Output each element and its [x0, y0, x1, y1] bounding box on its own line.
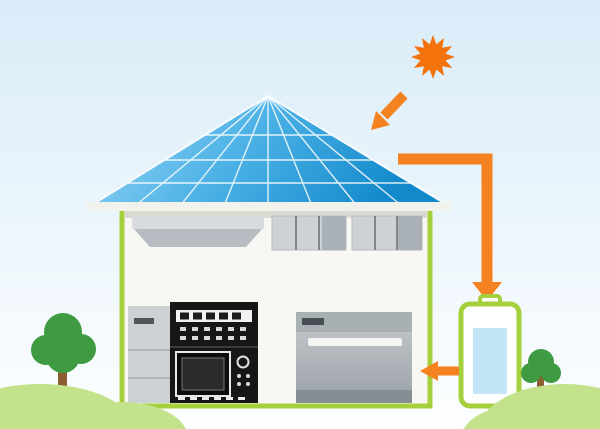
display-segment: [219, 312, 228, 320]
button: [204, 327, 210, 331]
sunlight-arrow: [371, 91, 408, 130]
window-pane-dark: [322, 216, 346, 250]
roof-to-battery-arrow: [398, 153, 502, 301]
dishwasher-unit: [296, 312, 412, 403]
button: [180, 327, 186, 331]
upper-floor: [132, 215, 423, 251]
panel-grid-line: [179, 95, 269, 207]
display-segment: [180, 312, 189, 320]
button-dot: [237, 374, 241, 378]
tree-right-canopy: [521, 349, 561, 383]
button: [192, 336, 198, 340]
dishwasher-bottom-band: [296, 390, 412, 403]
display-segment: [193, 312, 202, 320]
stove-buttons: [180, 327, 246, 340]
vent-dash: [178, 397, 185, 400]
panel-grid-line: [267, 95, 403, 207]
window-divider: [318, 216, 320, 250]
cabinet-handle: [134, 318, 154, 324]
window-divider: [295, 216, 297, 250]
upper-window-right: [351, 215, 423, 251]
vent-dash: [214, 397, 221, 400]
panel-grid-line: [267, 95, 313, 207]
window-pane-dark: [398, 216, 422, 250]
window-divider: [396, 216, 398, 250]
button-dot: [246, 382, 250, 386]
upper-left-awning: [134, 229, 262, 247]
button-dot: [237, 382, 241, 386]
button: [240, 336, 246, 340]
roof-to-battery-head: [472, 282, 502, 301]
display-segment: [206, 312, 215, 320]
vent-dash: [202, 397, 209, 400]
vent-dash: [190, 397, 197, 400]
button-dot: [246, 374, 250, 378]
oven-buttons: [237, 374, 250, 386]
button: [228, 327, 234, 331]
battery-arrow-head: [420, 361, 438, 381]
panel-grid-line: [267, 95, 358, 207]
bush-mound: [463, 408, 551, 429]
vent-dash: [226, 397, 233, 400]
oven-window: [181, 357, 225, 391]
bush-right: [463, 384, 600, 429]
button: [240, 327, 246, 331]
battery-to-appliance-arrow: [420, 361, 459, 381]
display-segment: [232, 312, 241, 320]
stove-oven-unit: [170, 302, 258, 403]
dishwasher-top-band: [296, 312, 412, 332]
sun-core: [421, 45, 445, 69]
dishwasher-handle: [302, 318, 324, 325]
bush-mound: [58, 402, 186, 429]
window-divider: [374, 216, 376, 250]
dishwasher-slot: [308, 338, 402, 346]
roof-eave: [86, 202, 451, 211]
solar-panel-roof: [86, 94, 453, 207]
oven-dial: [236, 355, 250, 369]
canopy-blob: [46, 339, 80, 373]
canopy-blob: [541, 363, 561, 383]
tree-left-canopy: [31, 313, 96, 373]
button: [228, 336, 234, 340]
button: [204, 336, 210, 340]
roof-to-battery-shaft: [398, 153, 493, 284]
sunlight-arrow-shaft: [380, 91, 408, 120]
upper-window-left: [271, 215, 347, 251]
upper-left-awning-top: [132, 217, 264, 229]
sun-icon: [411, 35, 455, 79]
button: [180, 336, 186, 340]
panel-grid-line: [134, 95, 269, 207]
side-cabinet: [128, 306, 170, 403]
canopy-blob: [521, 363, 541, 383]
storage-battery: [458, 294, 522, 409]
vent-dash: [238, 397, 245, 400]
button: [216, 327, 222, 331]
solar-panel-grid: [128, 95, 411, 207]
sunlight-arrow-head: [371, 111, 390, 130]
eave-shadow: [125, 211, 427, 218]
appliances: [128, 302, 412, 403]
panel-grid-line: [223, 95, 269, 207]
stove-vent: [178, 397, 245, 400]
bush-left: [0, 384, 186, 429]
battery-cell: [473, 328, 507, 394]
button: [192, 327, 198, 331]
button: [216, 336, 222, 340]
